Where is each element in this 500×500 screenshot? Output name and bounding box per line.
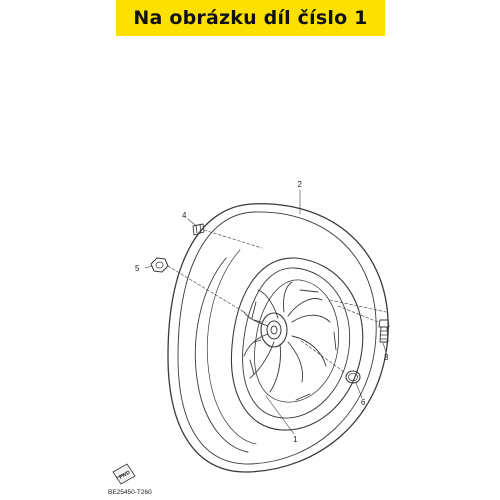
callout-1: 1 [293,435,298,444]
o-ring-part [345,370,361,384]
leader-lines [144,189,387,435]
fwd-arrow-icon [112,463,136,485]
wheel-rim [230,257,364,431]
callout-2: 2 [298,180,303,189]
balance-weight-part [192,223,205,236]
reference-code: BE25450-T260 [108,489,152,496]
callout-5: 5 [135,264,140,273]
tire [167,203,389,473]
callout-4: 4 [182,211,187,220]
part-number-banner: Na obrázku díl číslo 1 [116,0,385,36]
banner-text: Na obrázku díl číslo 1 [133,7,368,29]
fwd-label: FWD [118,469,131,480]
wheel-hub [253,312,288,348]
wheel-spokes [243,281,337,401]
callout-6: 6 [361,398,366,407]
tire-valve-part [378,319,390,343]
axle-nut-part [150,257,169,273]
callout-3: 3 [384,353,389,362]
assembly-lines [167,229,387,373]
